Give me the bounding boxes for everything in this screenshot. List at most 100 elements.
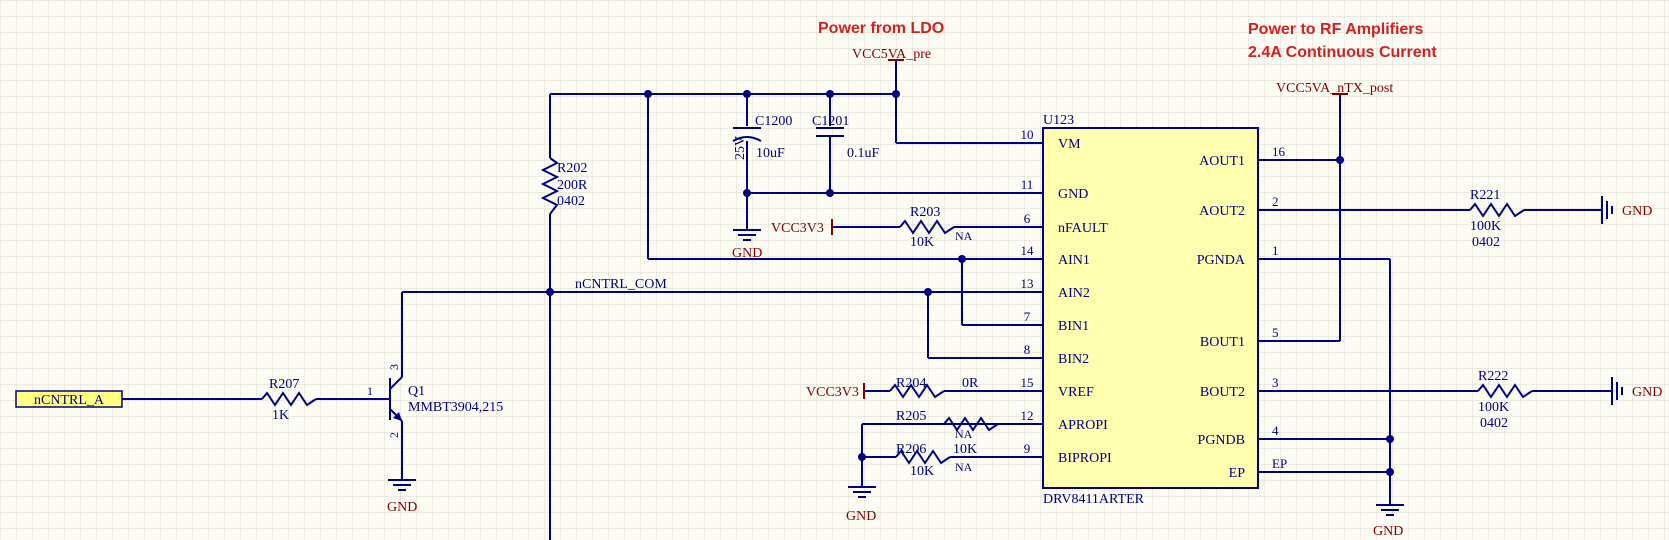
pin-number-nfault: 6	[1024, 211, 1031, 226]
pin-number-gnd: 11	[1021, 177, 1034, 192]
resistor-symbols	[261, 157, 1533, 465]
note-rf-amplifiers: Power to RF Amplifiers	[1248, 21, 1424, 38]
gnd-label-pgnd: GND	[1373, 524, 1403, 539]
r204-designator: R204	[896, 376, 926, 391]
pin-number-bipropi: 9	[1024, 441, 1031, 456]
r221-package: 0402	[1472, 235, 1500, 250]
r222-designator: R222	[1478, 369, 1508, 384]
gnd-label-r222: GND	[1632, 385, 1662, 400]
pin-name-nfault: nFAULT	[1058, 221, 1108, 236]
gnd-label-r205: GND	[846, 509, 876, 524]
pin-number-aout2: 2	[1272, 194, 1279, 209]
gnd-label-q1: GND	[387, 500, 417, 515]
net-label-ncntrl-com: nCNTRL_COM	[575, 277, 667, 292]
ic-part-number: DRV8411ARTER	[1043, 492, 1145, 507]
pin-name-bin2: BIN2	[1058, 352, 1089, 367]
q1-part-number: MMBT3904,215	[408, 400, 503, 415]
r206-na: NA	[955, 460, 973, 474]
r207-symbol	[261, 391, 317, 407]
pin-number-bout1: 5	[1272, 325, 1279, 340]
r202-designator: R202	[557, 161, 587, 176]
note-power-from-ldo: Power from LDO	[818, 20, 944, 37]
pin-number-bin1: 7	[1024, 309, 1031, 324]
ic-body[interactable]	[1042, 127, 1259, 489]
r205-designator: R205	[896, 409, 926, 424]
vcc5va-pre-label: VCC5VA_pre	[852, 47, 931, 62]
r206-value: 10K	[910, 464, 934, 479]
vcc3v3-label-vref: VCC3V3	[806, 385, 859, 400]
r204-symbol	[889, 383, 945, 399]
ncntrl-a-port[interactable]	[15, 390, 123, 408]
pin-name-vref: VREF	[1058, 385, 1094, 400]
pin-name-bout2: BOUT2	[1200, 385, 1245, 400]
ground-symbols	[388, 196, 1623, 516]
pin-name-vm: VM	[1058, 137, 1081, 152]
r221-value: 100K	[1470, 219, 1501, 234]
r202-value: 200R	[557, 178, 588, 193]
vcc5va-ntx-post-label: VCC5VA_nTX_post	[1276, 81, 1393, 96]
r222-symbol	[1477, 383, 1533, 399]
r222-value: 100K	[1478, 400, 1509, 415]
q1-designator: Q1	[408, 384, 425, 399]
q1-pin-base: 1	[367, 384, 373, 398]
pin-number-bin2: 8	[1024, 342, 1031, 357]
r203-designator: R203	[910, 205, 940, 220]
r202-symbol	[540, 157, 560, 215]
pin-name-aout1: AOUT1	[1199, 154, 1245, 169]
r205-na: NA	[955, 427, 973, 441]
pin-name-aout2: AOUT2	[1199, 204, 1245, 219]
r207-value: 1K	[272, 408, 289, 423]
pin-name-bout1: BOUT1	[1200, 335, 1245, 350]
c1200-voltage: 25V	[733, 136, 748, 160]
wires	[122, 60, 1612, 540]
q1-pin-collector: 3	[387, 364, 401, 370]
gnd-label-r221: GND	[1622, 204, 1652, 219]
pin-number-pgndb: 4	[1272, 423, 1279, 438]
pin-name-bin1: BIN1	[1058, 319, 1089, 334]
vcc3v3-label-top: VCC3V3	[771, 221, 824, 236]
c1200-plate-bottom	[732, 136, 762, 142]
note-continuous-current: 2.4A Continuous Current	[1248, 44, 1437, 61]
pin-name-ain2: AIN2	[1058, 286, 1090, 301]
c1200-value: 10uF	[756, 146, 785, 161]
r203-value: 10K	[910, 235, 934, 250]
pin-number-bout2: 3	[1272, 375, 1279, 390]
pin-name-ep: EP	[1229, 466, 1246, 481]
gnd-label-c1200: GND	[732, 246, 762, 261]
r205-symbol	[943, 416, 999, 432]
c1201-value: 0.1uF	[847, 146, 880, 161]
pin-name-ain1: AIN1	[1058, 253, 1090, 268]
pin-number-ep: EP	[1272, 456, 1287, 471]
pin-name-pgndb: PGNDB	[1198, 433, 1245, 448]
ncntrl-a-port-label: nCNTRL_A	[34, 393, 105, 408]
pin-number-vref: 15	[1021, 375, 1034, 390]
r221-symbol	[1469, 202, 1525, 218]
r206-value-top: 10K	[953, 442, 977, 457]
q1-pin-emitter: 2	[387, 432, 401, 438]
c1201-designator: C1201	[812, 114, 849, 129]
pin-number-ain2: 13	[1021, 276, 1034, 291]
junctions	[546, 90, 1394, 476]
capacitor-symbols	[732, 127, 844, 142]
pin-name-apropi: APROPI	[1058, 418, 1108, 433]
pin-number-apropi: 12	[1021, 408, 1034, 423]
ic-pins: 10VM11GND6nFAULT14AIN113AIN27BIN18BIN215…	[1021, 127, 1288, 481]
pin-number-pgnda: 1	[1272, 243, 1279, 258]
pin-name-pgnda: PGNDA	[1197, 253, 1246, 268]
pin-name-bipropi: BIPROPI	[1058, 451, 1112, 466]
q1-emitter-arrow	[393, 412, 402, 421]
r222-package: 0402	[1480, 416, 1508, 431]
pin-number-aout1: 16	[1272, 144, 1286, 159]
ic-designator: U123	[1043, 113, 1074, 128]
r206-symbol	[895, 449, 951, 465]
r204-value: 0R	[962, 376, 979, 391]
pin-number-vm: 10	[1021, 127, 1034, 142]
r203-symbol	[899, 219, 955, 235]
r221-designator: R221	[1470, 188, 1500, 203]
pin-number-ain1: 14	[1021, 243, 1035, 258]
pin-name-gnd: GND	[1058, 187, 1088, 202]
r203-na: NA	[955, 229, 973, 243]
r207-designator: R207	[269, 377, 299, 392]
power-symbols	[831, 59, 1348, 399]
